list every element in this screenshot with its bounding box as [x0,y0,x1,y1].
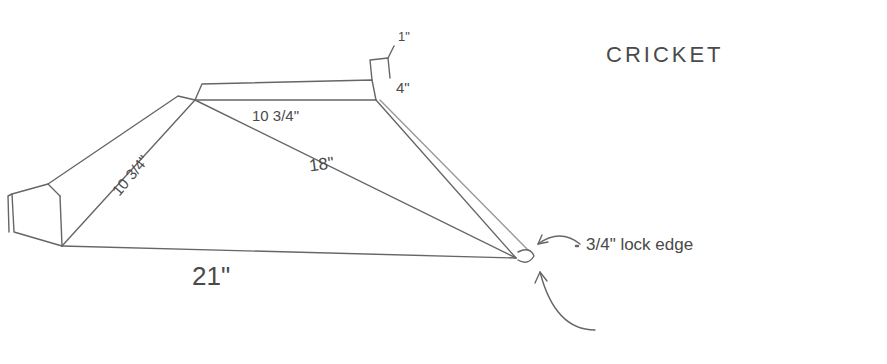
leader-dot [576,245,578,248]
top-hem [370,58,390,80]
lock-edge-arrow-lower [540,272,595,330]
hem-leader [388,46,394,58]
hem-dimension: 1" [396,30,412,44]
arrow-head [535,272,547,283]
sketch-title: CRICKET [606,42,724,68]
flange-dimension: 4" [394,80,412,97]
lock-edge-arrow [538,236,580,244]
left-edge [62,100,195,246]
right-edge [376,100,516,258]
diagonal-dimension: 18" [306,154,337,177]
lock-edge-note: 3/4" lock edge [584,236,695,255]
left-hem [8,194,12,232]
arrow-head [538,235,548,244]
base-edge [62,246,516,258]
left-flange-fold [60,196,62,246]
edge-dimension: 10 3/4" [250,108,301,125]
top-edge [195,99,376,100]
edge-dimension: 10 3/4" [108,151,153,201]
lock-edge-tip [518,250,534,263]
top-flange [195,80,376,100]
right-edge-fold [380,100,528,250]
left-flange-outer [12,184,62,246]
diagonal-edge [195,100,516,258]
base-dimension: 21" [190,262,232,291]
